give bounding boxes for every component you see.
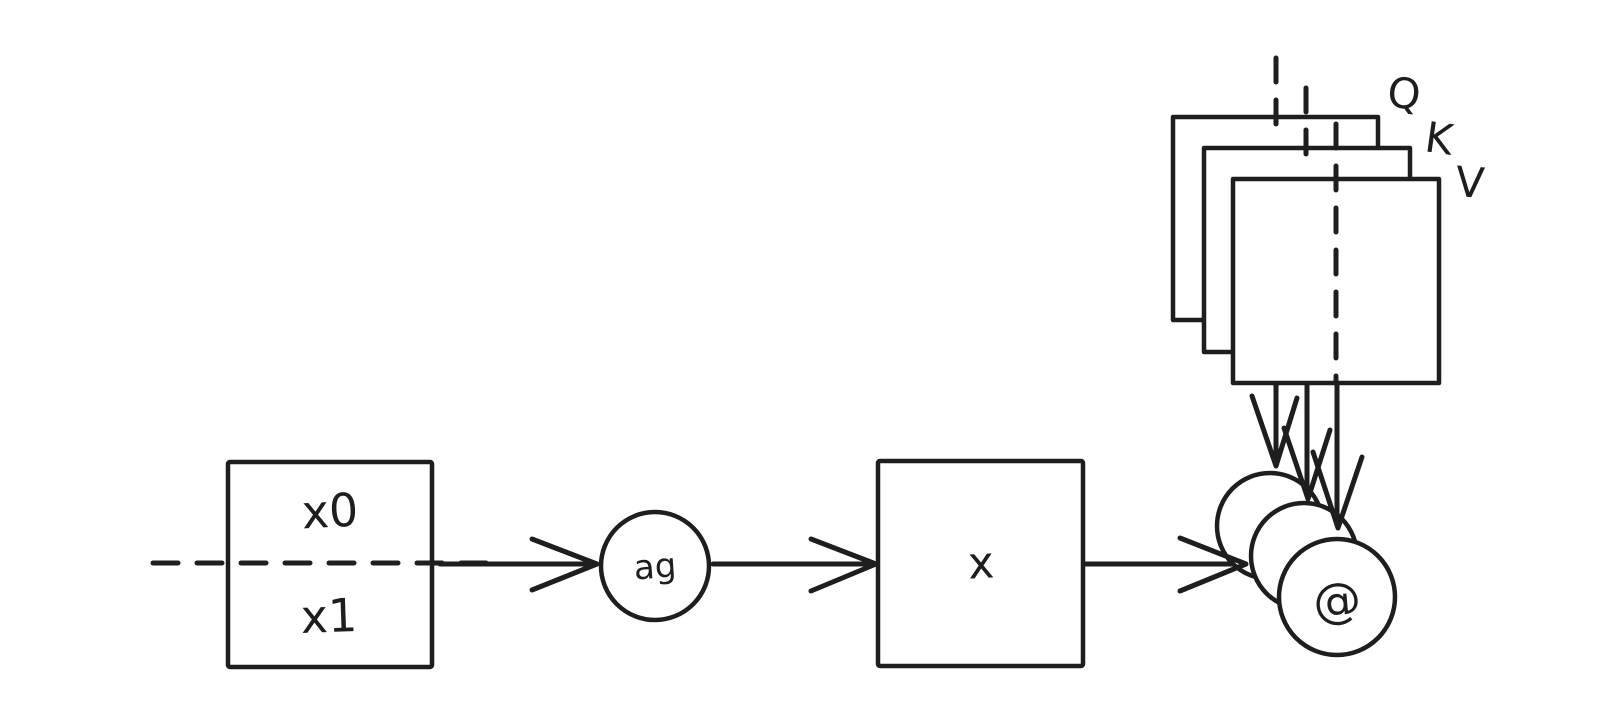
input-top-label: x0	[300, 483, 359, 540]
arrowhead-icon	[1310, 449, 1365, 531]
multiply-label: x	[967, 537, 996, 589]
arrow-ag-to-multiply	[710, 536, 879, 594]
arrowhead-icon	[1177, 535, 1249, 594]
aggregator-label: ag	[633, 546, 678, 589]
attention-label: @	[1311, 571, 1364, 631]
arrow-v-to-attention	[1310, 382, 1365, 531]
sheet-k-label: K	[1422, 112, 1458, 165]
arrowhead-icon	[808, 536, 879, 594]
multiply-block-group: x	[875, 458, 1086, 669]
arrow-input-to-ag	[437, 536, 600, 593]
attention-circle-front	[1276, 536, 1398, 658]
qkv-stack-group: Q K V	[1170, 55, 1486, 386]
aggregator-node-group: ag	[598, 509, 712, 623]
aggregator-circle	[598, 509, 712, 623]
sheet-v-label: V	[1454, 157, 1486, 208]
attention-node-group: @	[1214, 470, 1398, 658]
sheet-q-label: Q	[1385, 67, 1423, 119]
arrowhead-icon	[529, 536, 600, 593]
input-bottom-label: x1	[300, 588, 358, 644]
